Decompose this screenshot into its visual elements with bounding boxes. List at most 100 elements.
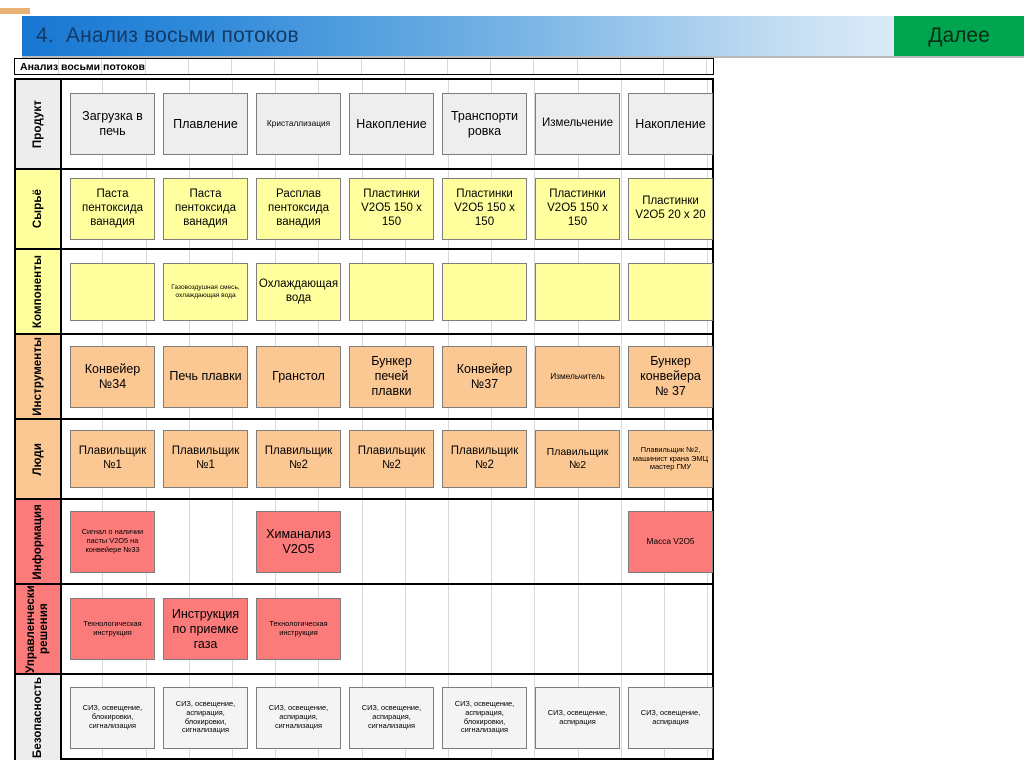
stream-cell[interactable]: Пластинки V2O5 150 x 150 — [442, 178, 527, 240]
stream-cell-text: Пластинки V2O5 150 x 150 — [361, 188, 422, 228]
stream-cell[interactable]: Охлаждающая вода — [256, 262, 341, 321]
stream-cell-text: Плавильщик №2 — [357, 445, 426, 471]
stream-cell-text: Сигнал о наличии пасты V2O5 на конвейере… — [81, 527, 144, 554]
row-label-safety: Безопасность — [16, 675, 62, 760]
stream-cell[interactable]: СИЗ, освещение, аспирация, блокировки, с… — [442, 686, 527, 749]
stream-cell[interactable]: Плавильщик №2 — [535, 430, 620, 488]
stream-cell[interactable]: Загрузка в печь — [70, 93, 155, 155]
row-cells: Паста пентоксида ванадия Паста пентоксида… — [62, 170, 715, 248]
stream-cell[interactable]: Кристаллизация — [256, 93, 341, 155]
stream-cell[interactable]: Плавильщик №2 — [442, 430, 527, 488]
stream-cell-text: Загрузка в печь — [82, 109, 143, 138]
stream-cell[interactable]: Паста пентоксида ванадия — [163, 178, 248, 240]
stream-cell[interactable]: Плавильщик №1 — [70, 430, 155, 488]
stream-cell-text: Транспорти ровка — [450, 109, 519, 138]
row-cells: Сигнал о наличии пасты V2O5 на конвейере… — [62, 500, 715, 583]
stream-cell[interactable]: Конвейер №37 — [442, 345, 527, 408]
stream-cell[interactable]: СИЗ, освещение, блокировки, сигнализация — [70, 686, 155, 749]
stream-cell[interactable] — [349, 262, 434, 321]
stream-cell-text: Масса V2O5 — [646, 535, 695, 546]
stream-cell[interactable]: Пластинки V2O5 150 x 150 — [349, 178, 434, 240]
stream-cell[interactable]: Печь плавки — [163, 345, 248, 408]
stream-cell[interactable]: СИЗ, освещение, аспирация — [535, 686, 620, 749]
stream-cell[interactable]: Накопление — [628, 93, 713, 155]
row-label-text: Продукт — [32, 99, 44, 149]
stream-cell[interactable]: СИЗ, освещение, аспирация — [628, 686, 713, 749]
stream-cell[interactable]: Газовоздушная смесь, охлаждающая вода — [163, 262, 248, 321]
table-rows-host: Продукт Загрузка в печь Плавление Кристалли… — [16, 80, 715, 760]
stream-cell-text: Измельчение — [542, 117, 613, 130]
stream-cell[interactable]: Конвейер №34 — [70, 345, 155, 408]
stream-cell[interactable]: Бункер печей плавки — [349, 345, 434, 408]
row-label-information: Информация — [16, 500, 62, 583]
stream-cell[interactable]: Измельчитель — [535, 345, 620, 408]
stream-cell[interactable]: Пластинки V2O5 20 x 20 — [628, 178, 713, 240]
stream-cell[interactable]: Химанализ V2O5 — [256, 510, 341, 573]
stream-cell[interactable]: СИЗ, освещение, аспирация, сигнализация — [256, 686, 341, 749]
stream-cell[interactable]: СИЗ, освещение, аспирация, блокировки, с… — [163, 686, 248, 749]
stream-cell[interactable]: Расплав пентоксида ванадия — [256, 178, 341, 240]
stream-cell[interactable] — [535, 262, 620, 321]
stream-cell[interactable]: Гранстол — [256, 345, 341, 408]
stream-cell[interactable] — [442, 262, 527, 321]
stream-cell[interactable]: Плавильщик №2 — [349, 430, 434, 488]
stream-cell-text: Кристаллизация — [266, 118, 331, 129]
row-label-tools: Инструменты — [16, 335, 62, 418]
stream-cell[interactable]: Масса V2O5 — [628, 510, 713, 573]
row-label-text: Инструменты — [32, 337, 44, 416]
stream-cell-text: Плавление — [173, 116, 238, 131]
stream-cell[interactable] — [70, 262, 155, 321]
stream-cell-text: Пластинки V2O5 150 x 150 — [454, 188, 515, 228]
stream-cell-text: Пластинки V2O5 20 x 20 — [635, 195, 706, 221]
stream-cell[interactable]: Плавильщик №1 — [163, 430, 248, 488]
page-title-text: Анализ восьми потоков — [65, 24, 299, 47]
stream-cell-text: Плавильщик №2, машинист крана ЭМЦ мастер… — [632, 444, 709, 472]
stream-cell-text: СИЗ, освещение, аспирация, сигнализация — [268, 703, 329, 730]
stream-cell[interactable]: Технологическая инструкция — [256, 598, 341, 660]
stream-cell-text: Паста пентоксида ванадия — [175, 188, 236, 228]
top-decor-strip — [0, 0, 1024, 14]
stream-cell[interactable]: Бункер конвейера № 37 — [628, 345, 713, 408]
stream-cell-text: Охлаждающая вода — [258, 277, 339, 304]
stream-cell[interactable]: Паста пентоксида ванадия — [70, 178, 155, 240]
stream-cell[interactable]: Транспорти ровка — [442, 93, 527, 155]
stream-cell-text: СИЗ, освещение, аспирация, блокировки, с… — [454, 698, 515, 735]
title-bar-shadow — [22, 56, 1024, 58]
row-label-people: Люди — [16, 420, 62, 498]
row-label-raw: Сырьё — [16, 170, 62, 248]
stream-cell[interactable]: СИЗ, освещение, аспирация, сигнализация — [349, 686, 434, 749]
stream-cell[interactable]: Инструкция по приемке газа — [163, 598, 248, 660]
slide-title-bar: 4. Анализ восьми потоков Далее — [22, 16, 1024, 56]
stream-cell[interactable] — [628, 262, 713, 321]
stream-cell-text: Расплав пентоксида ванадия — [268, 188, 329, 228]
stream-cell[interactable]: Плавление — [163, 93, 248, 155]
stream-cell-text: Инструкция по приемке газа — [171, 606, 240, 651]
stream-cell-text: Пластинки V2O5 150 x 150 — [547, 188, 608, 228]
row-label-components: Компоненты — [16, 250, 62, 333]
table-row: Безопасность СИЗ, освещение, блокировки, … — [16, 675, 715, 760]
next-button[interactable]: Далее — [894, 16, 1024, 56]
stream-cell[interactable]: Плавильщик №2 — [256, 430, 341, 488]
stream-cell[interactable]: Измельчение — [535, 93, 620, 155]
tan-accent-bar — [0, 8, 30, 14]
stream-cell-text: Плавильщик №1 — [78, 445, 147, 471]
stream-cell-text: СИЗ, освещение, аспирация, сигнализация — [361, 703, 422, 730]
stream-cell[interactable]: Пластинки V2O5 150 x 150 — [535, 178, 620, 240]
stream-cell[interactable]: Накопление — [349, 93, 434, 155]
stream-cell[interactable]: Плавильщик №2, машинист крана ЭМЦ мастер… — [628, 430, 713, 488]
row-label-text: Безопасность — [32, 677, 44, 758]
stream-cell-text: СИЗ, освещение, аспирация, блокировки, с… — [175, 698, 236, 735]
stream-cell[interactable]: Технологическая инструкция — [70, 598, 155, 660]
stream-cell-text: Конвейер №34 — [84, 361, 141, 391]
stream-cell-text: Плавильщик №2 — [546, 446, 609, 471]
sheet-caption-row: Анализ восьми потоков — [14, 58, 714, 75]
row-cells: СИЗ, освещение, блокировки, сигнализация… — [62, 675, 715, 760]
stream-cell[interactable]: Сигнал о наличии пасты V2O5 на конвейере… — [70, 510, 155, 573]
page-title-number: 4. — [36, 24, 54, 47]
stream-cell-text: Технологическая инструкция — [83, 619, 142, 637]
